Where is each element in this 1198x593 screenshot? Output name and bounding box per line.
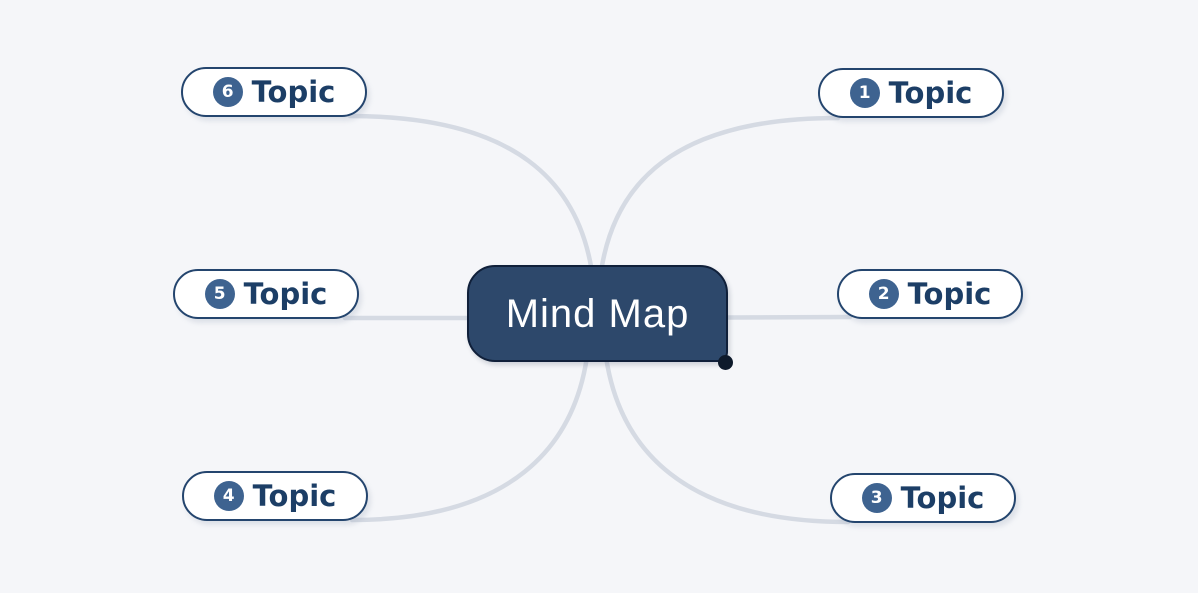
topic-node-3[interactable]: 3 Topic <box>830 473 1016 523</box>
central-topic-label: Mind Map <box>505 291 690 336</box>
topic-node-5[interactable]: 5 Topic <box>173 269 359 319</box>
topic-node-1[interactable]: 1 Topic <box>818 68 1004 118</box>
topic-label: Topic <box>900 480 985 515</box>
connector-line-to-topic-1 <box>595 115 841 317</box>
topic-label: Topic <box>888 75 973 110</box>
topic-label: Topic <box>907 276 992 311</box>
connector-line-to-topic-3 <box>600 311 851 525</box>
topic-number-badge: 6 <box>212 77 243 107</box>
topic-node-4[interactable]: 4 Topic <box>182 471 368 521</box>
topic-label: Topic <box>243 276 328 311</box>
topic-number-badge: 5 <box>204 279 235 309</box>
topic-number-badge: 4 <box>213 481 244 511</box>
topic-number-badge: 2 <box>868 279 899 309</box>
connector-line-to-topic-6 <box>347 113 598 317</box>
topic-number-badge: 1 <box>849 78 880 108</box>
topic-label: Topic <box>252 478 337 513</box>
connection-handle-dot[interactable] <box>718 355 733 370</box>
topic-number-badge: 3 <box>861 483 892 513</box>
central-topic-node[interactable]: Mind Map <box>467 265 728 362</box>
topic-label: Topic <box>251 74 336 109</box>
topic-node-6[interactable]: 6 Topic <box>181 67 367 117</box>
connector-line-to-topic-4 <box>349 311 593 523</box>
topic-node-2[interactable]: 2 Topic <box>837 269 1023 319</box>
